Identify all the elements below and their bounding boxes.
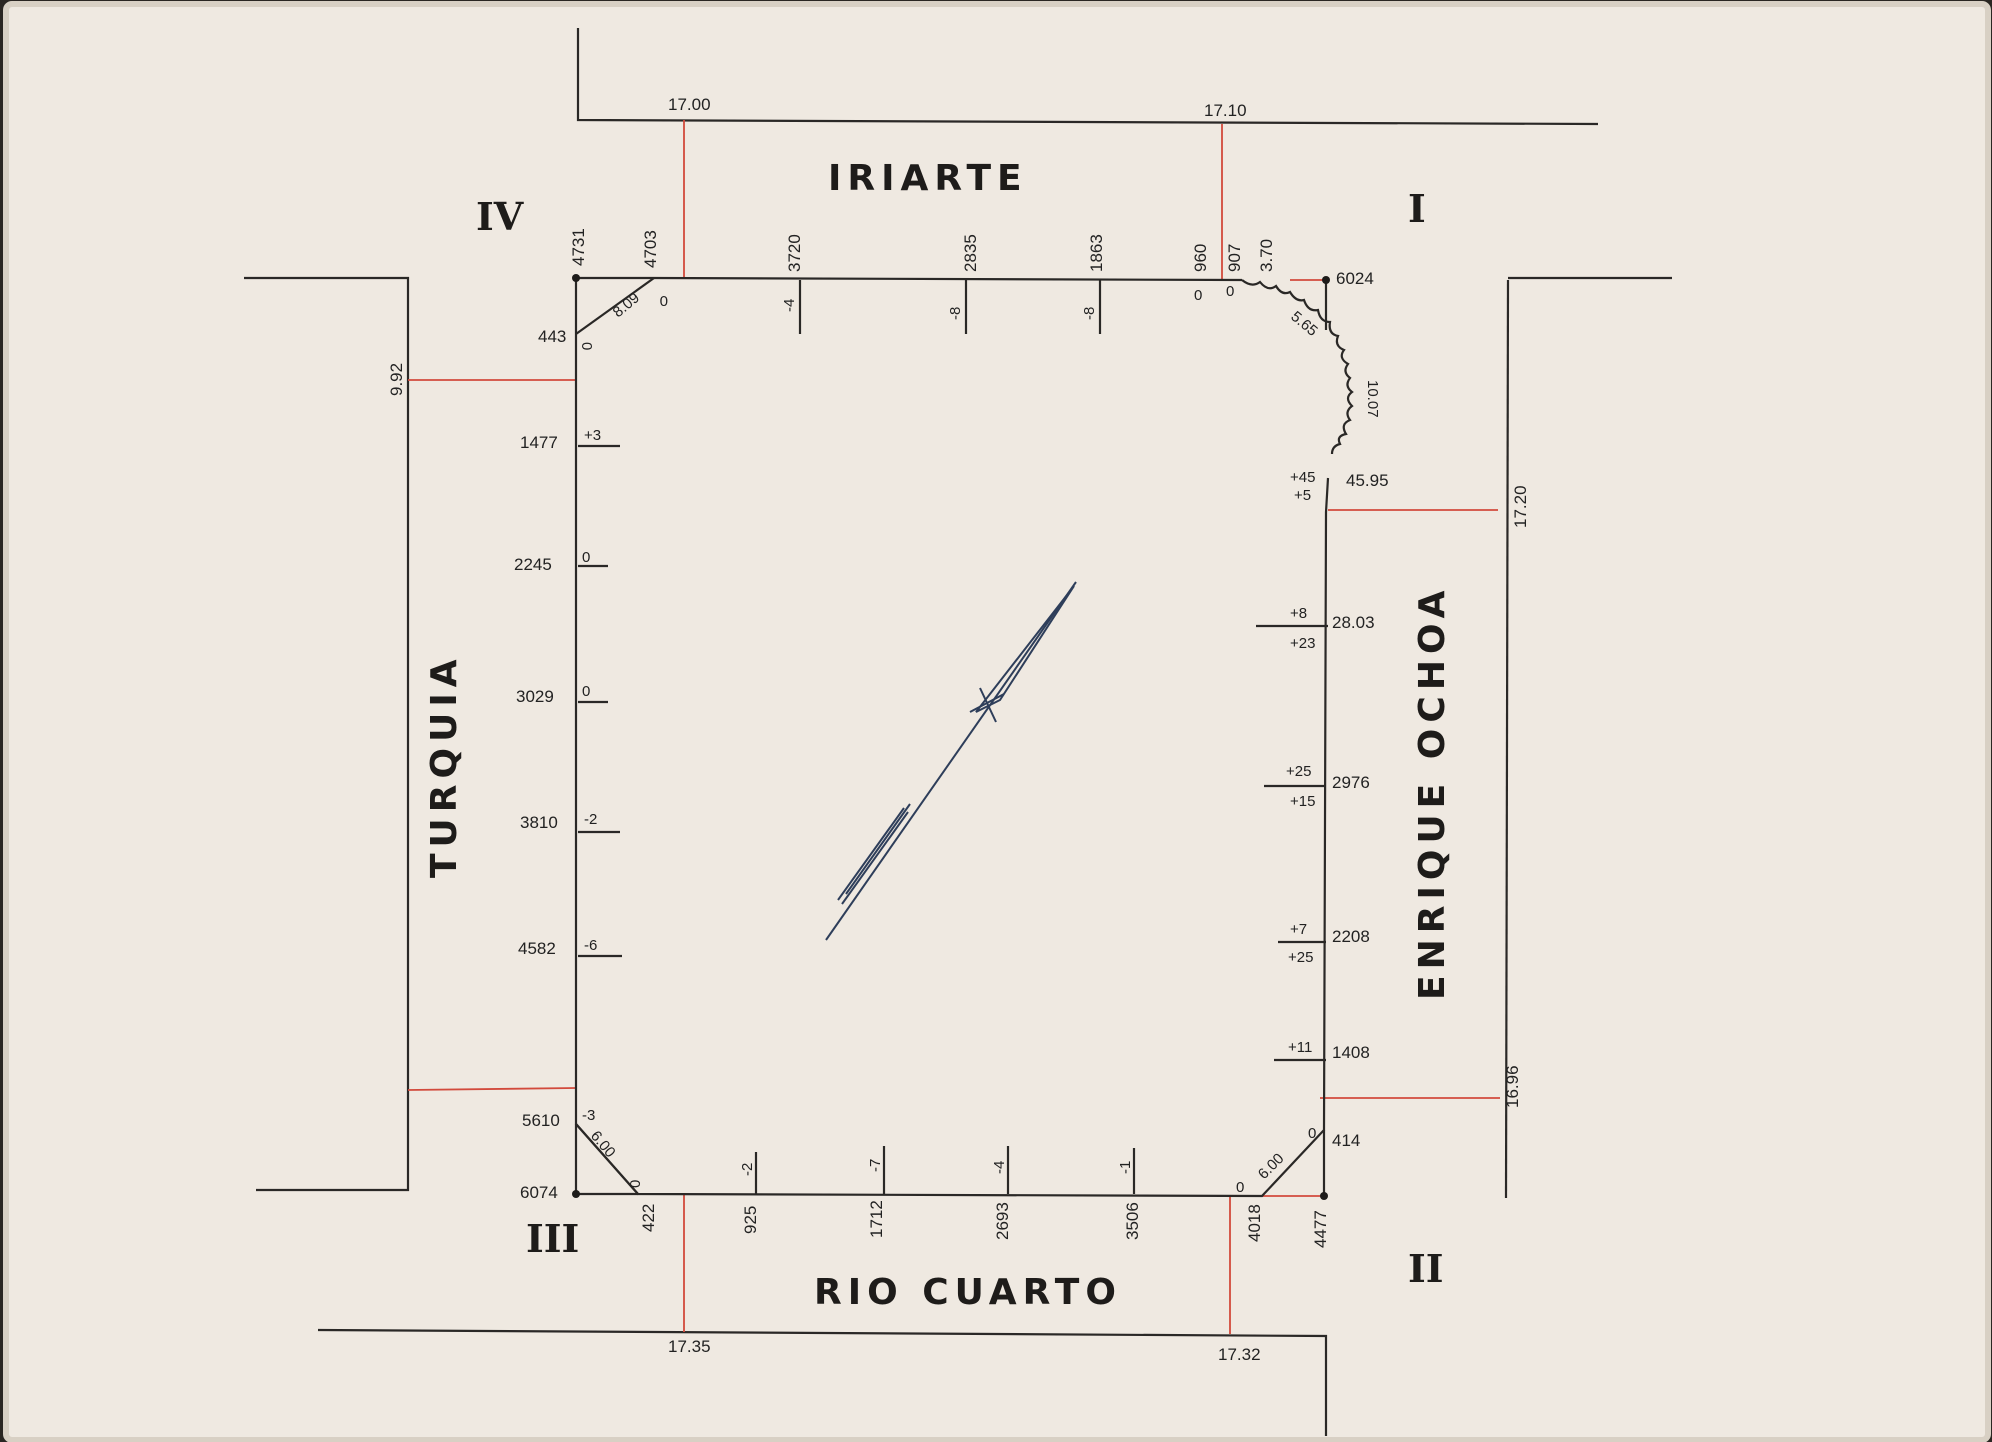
bottom-level-1: -2 xyxy=(739,1163,756,1176)
top-chainage-6: 907 xyxy=(1225,244,1244,272)
top-curve-long: 10.07 xyxy=(1364,380,1381,418)
width-iriarte-right: 17.10 xyxy=(1204,101,1247,120)
ochoa-far-curb-left xyxy=(1504,279,1510,1199)
width-riocuarto-left: 17.35 xyxy=(668,1337,711,1356)
right-chainage-0: 45.95 xyxy=(1346,471,1389,490)
bottom-level-3: -4 xyxy=(991,1161,1008,1174)
top-chainage-4: 1863 xyxy=(1087,234,1106,272)
right-chainage-4: 1408 xyxy=(1332,1043,1370,1062)
right-chainage-1: 28.03 xyxy=(1332,613,1375,632)
right-level-lower-1: +23 xyxy=(1290,635,1315,652)
left-level-1: +3 xyxy=(584,427,601,444)
left-chainage-4: 3810 xyxy=(520,813,558,832)
rio-cuarto-far-curb xyxy=(317,1328,1328,1436)
left-chainage-5: 4582 xyxy=(518,939,556,958)
corner-dot-tl xyxy=(572,274,580,282)
block-outline xyxy=(574,276,1354,1198)
width-turquia: 9.92 xyxy=(387,363,406,396)
left-level-2: 0 xyxy=(582,549,590,566)
top-zero-1: 0 xyxy=(1226,283,1234,300)
right-level-lower-2: +15 xyxy=(1290,793,1315,810)
top-level-2: -8 xyxy=(1081,307,1098,320)
right-level-upper-0: +45 xyxy=(1290,469,1315,486)
left-chainage-0: 443 xyxy=(538,327,566,346)
level-ticks xyxy=(578,280,1328,1194)
left-chainage-7: 6074 xyxy=(520,1183,558,1202)
left-level-0: 0 xyxy=(578,342,595,350)
bottom-level-5: 0 xyxy=(1236,1179,1244,1196)
right-level-upper-4: +11 xyxy=(1288,1039,1312,1056)
bottom-chainage-4: 3506 xyxy=(1123,1202,1142,1240)
left-level-5: -6 xyxy=(584,937,597,954)
chamfer-top-left xyxy=(575,277,655,335)
street-name-enrique-ochoa: ENRIQUE OCHOA xyxy=(1412,585,1453,1000)
north-arrow-icon xyxy=(825,581,1077,941)
street-name-rio-cuarto: RIO CUARTO xyxy=(814,1272,1122,1313)
iriarte-far-curb xyxy=(576,28,1599,126)
turquia-far-curb xyxy=(244,276,410,1192)
block-top-edge xyxy=(574,276,1243,334)
street-name-iriarte: IRIARTE xyxy=(828,158,1028,199)
corner-label-top-right: I xyxy=(1408,186,1426,231)
right-level-upper-1: +8 xyxy=(1290,605,1307,622)
right-chainage-3: 2208 xyxy=(1332,927,1370,946)
bottom-level-0: 0 xyxy=(627,1180,644,1188)
street-name-turquia: TURQUIA xyxy=(424,653,465,878)
width-ochoa-lower: 16.96 xyxy=(1503,1065,1522,1108)
left-chainage-3: 3029 xyxy=(516,687,554,706)
right-level-upper-2: +25 xyxy=(1286,763,1311,780)
width-line-turquia-lower xyxy=(407,1087,577,1091)
top-level-0: -4 xyxy=(781,299,798,312)
left-chainage-1: 1477 xyxy=(520,433,558,452)
top-chainage-2: 3720 xyxy=(785,234,804,272)
paper-edge-shade xyxy=(3,1,1991,1442)
right-chainage-2: 2976 xyxy=(1332,773,1370,792)
top-chainage-1: 4703 xyxy=(641,230,660,268)
bottom-level-2: -7 xyxy=(867,1159,884,1172)
top-level-1: -8 xyxy=(947,307,964,320)
corner-dots xyxy=(572,274,1330,1200)
corner-label-top-left: IV xyxy=(476,194,525,239)
corner-label-bottom-left: III xyxy=(526,1216,579,1261)
right-chainage-5: 414 xyxy=(1332,1131,1360,1150)
bottom-chainage-3: 2693 xyxy=(993,1202,1012,1240)
corner-dot-bl xyxy=(572,1190,580,1198)
left-chainage-2: 2245 xyxy=(514,555,552,574)
left-chainage-6: 5610 xyxy=(522,1111,560,1130)
top-chainage-0: 4731 xyxy=(569,228,588,266)
paper-background xyxy=(6,4,1988,1440)
corner-dot-br xyxy=(1320,1192,1328,1200)
top-chainage-3: 2835 xyxy=(961,234,980,272)
bottom-chainage-2: 1712 xyxy=(867,1200,886,1238)
bottom-chainage-6: 4477 xyxy=(1311,1210,1330,1248)
right-level-lower-0: +5 xyxy=(1294,487,1311,504)
chamfer-bottom-left-inner xyxy=(575,1123,639,1195)
bottom-chainage-0: 422 xyxy=(639,1204,658,1232)
width-iriarte-left: 17.00 xyxy=(668,95,711,114)
corner-dot-tr xyxy=(1322,276,1330,284)
top-zero-2: 0 xyxy=(660,292,668,309)
top-corner-total: 6024 xyxy=(1336,269,1374,288)
bottom-chainage-5: 4018 xyxy=(1245,1204,1264,1242)
corner-label-bottom-right: II xyxy=(1408,1246,1444,1291)
curved-corner-wavy xyxy=(1241,279,1354,455)
width-ochoa-upper: 17.20 xyxy=(1511,485,1530,528)
right-level-upper-5: 0 xyxy=(1308,1125,1316,1142)
top-chainage-7: 3.70 xyxy=(1257,239,1276,272)
width-riocuarto-right: 17.32 xyxy=(1218,1345,1261,1364)
bottom-chainage-1: 925 xyxy=(741,1206,760,1234)
right-level-lower-3: +25 xyxy=(1288,949,1313,966)
right-level-upper-3: +7 xyxy=(1290,921,1307,938)
left-level-3: 0 xyxy=(582,683,590,700)
top-zero-0: 0 xyxy=(1194,287,1202,304)
bottom-level-4: -1 xyxy=(1117,1161,1134,1174)
street-outlines xyxy=(244,28,1672,1436)
top-chainage-5: 960 xyxy=(1191,244,1210,272)
left-level-6: -3 xyxy=(582,1107,595,1124)
left-level-4: -2 xyxy=(584,811,597,828)
